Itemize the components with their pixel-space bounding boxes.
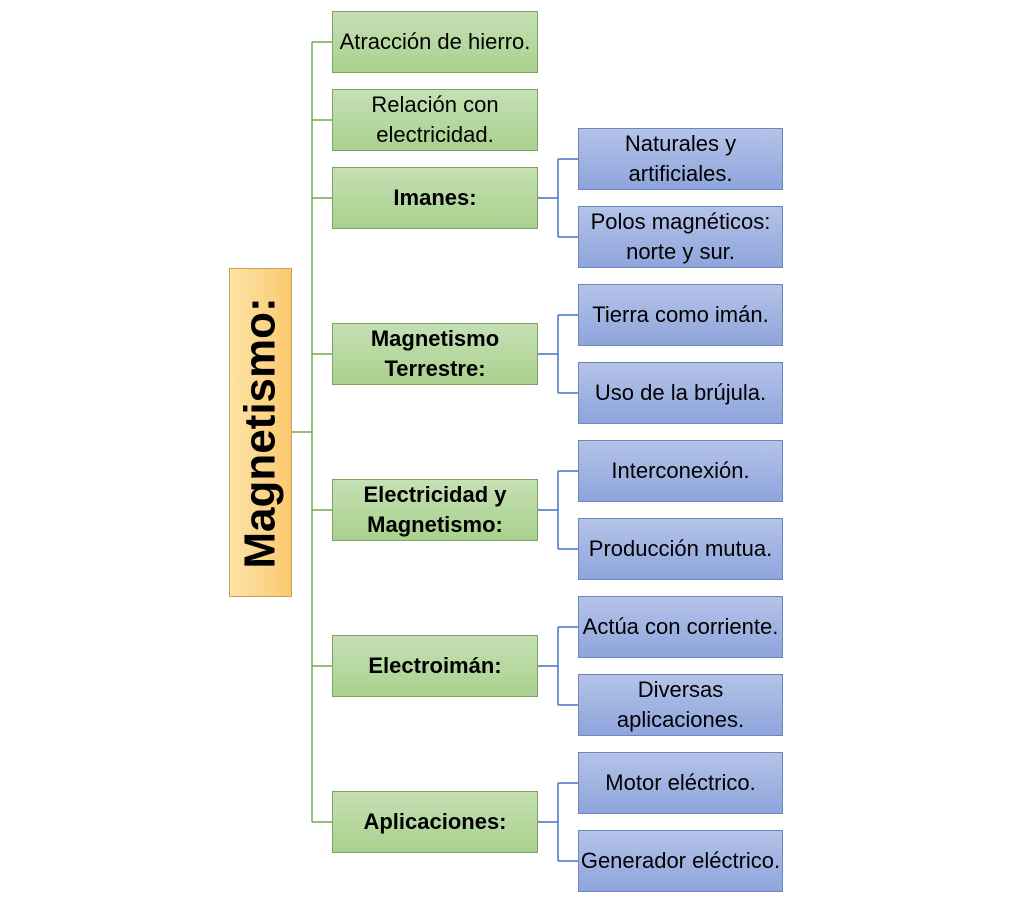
branch-imanes: Imanes: [332,167,538,229]
branch-aplicaciones: Aplicaciones: [332,791,538,853]
branch-label: Magnetismo Terrestre: [370,326,500,381]
branch-label: Aplicaciones: [363,809,507,834]
branch-label: Electroimán: [368,653,502,678]
branch-electricidad-magnetismo: Electricidad y Magnetismo: [332,479,538,541]
leaf-polos-magneticos: Polos magnéticos: norte y sur. [578,206,783,268]
leaf-naturales-artificiales: Naturales y artificiales. [578,128,783,190]
leaf-label: Uso de la brújula. [594,380,767,405]
leaf-label: Motor eléctrico. [605,770,756,795]
leaf-label: Diversas aplicaciones. [616,677,745,732]
branch-electroiman: Electroimán: [332,635,538,697]
branch-label: Relación con electricidad. [371,92,499,147]
leaf-label: Producción mutua. [588,536,773,561]
leaf-label: Actúa con corriente. [582,614,779,639]
leaf-diversas-aplicaciones: Diversas aplicaciones. [578,674,783,736]
leaf-actua-corriente: Actúa con corriente. [578,596,783,658]
branch-relacion-electricidad: Relación con electricidad. [332,89,538,151]
root-label: Magnetismo: [235,296,285,569]
leaf-label: Generador eléctrico. [580,848,781,873]
root-node: Magnetismo: [229,268,292,597]
branch-label: Imanes: [393,185,477,210]
leaf-label: Tierra como imán. [592,302,769,327]
leaf-label: Naturales y artificiales. [624,131,737,186]
leaf-interconexion: Interconexión. [578,440,783,502]
leaf-motor-electrico: Motor eléctrico. [578,752,783,814]
branch-label: Electricidad y Magnetismo: [363,482,507,537]
leaf-label: Interconexión. [611,458,750,483]
leaf-tierra-iman: Tierra como imán. [578,284,783,346]
leaf-label: Polos magnéticos: norte y sur. [590,209,771,264]
branch-atraccion-hierro: Atracción de hierro. [332,11,538,73]
leaf-generador-electrico: Generador eléctrico. [578,830,783,892]
leaf-uso-brujula: Uso de la brújula. [578,362,783,424]
branch-label: Atracción de hierro. [339,29,531,54]
leaf-produccion-mutua: Producción mutua. [578,518,783,580]
branch-magnetismo-terrestre: Magnetismo Terrestre: [332,323,538,385]
